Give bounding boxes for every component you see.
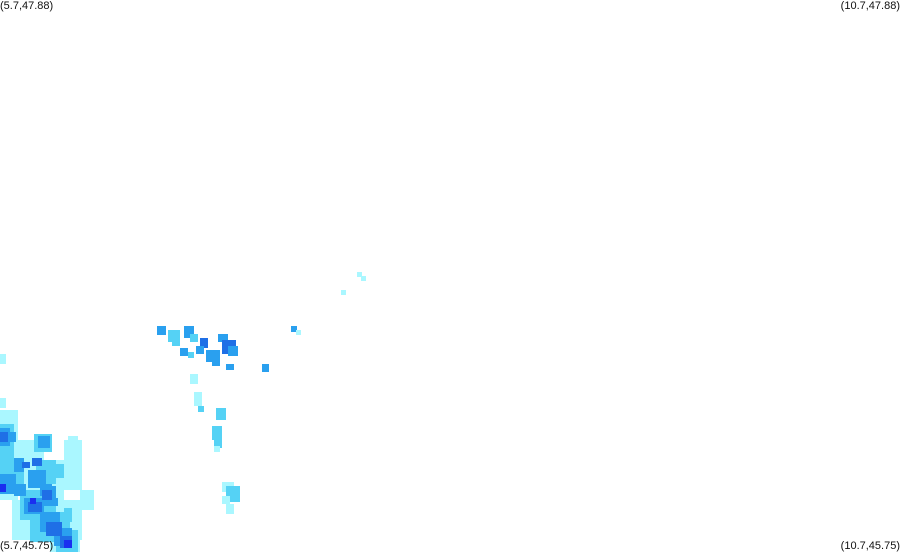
corner-label-bottom-right: (10.7,45.75) — [840, 540, 900, 552]
precip-cell — [0, 398, 6, 408]
precip-cell — [44, 498, 58, 506]
precip-cell — [190, 334, 198, 342]
corner-label-top-left: (5.7,47.88) — [0, 0, 54, 12]
precip-cell — [214, 438, 222, 448]
precip-cell — [54, 464, 64, 478]
precip-cell — [222, 496, 230, 504]
precip-cell — [341, 290, 346, 295]
precip-cell — [14, 458, 24, 472]
precip-cell — [64, 440, 82, 490]
precip-cell — [32, 458, 42, 466]
precip-cell — [0, 484, 6, 492]
precip-cell — [262, 364, 269, 372]
precip-cell — [28, 470, 46, 488]
precip-cell — [184, 326, 194, 338]
corner-label-top-right: (10.7,47.88) — [840, 0, 900, 12]
precip-cell — [64, 540, 72, 548]
precip-cell — [0, 354, 6, 364]
precip-cell — [196, 346, 204, 354]
precip-cell — [228, 346, 238, 356]
precip-cell — [218, 334, 228, 342]
precip-cell — [14, 484, 26, 496]
precip-cell — [172, 340, 180, 346]
precip-cell — [291, 326, 297, 332]
precip-cell — [296, 330, 301, 335]
precip-cell — [42, 490, 52, 500]
precip-cell — [46, 522, 62, 536]
precip-cell — [357, 272, 362, 277]
precip-cell — [157, 326, 166, 335]
precip-cell — [68, 436, 78, 450]
precip-cell — [194, 392, 202, 406]
precip-cell — [38, 436, 50, 448]
precip-cell — [6, 432, 16, 442]
precip-cell — [64, 508, 72, 522]
precip-cell — [200, 338, 208, 348]
precip-cell — [212, 426, 222, 440]
precip-cell — [216, 408, 226, 420]
precip-cell — [226, 504, 234, 514]
precip-cell — [198, 406, 204, 412]
precip-cell — [190, 374, 198, 384]
precip-cell — [226, 364, 234, 370]
precip-cell — [168, 330, 180, 342]
precip-cell — [361, 276, 366, 281]
precip-cell — [214, 446, 220, 452]
precip-cell — [22, 462, 30, 468]
corner-label-bottom-left: (5.7,45.75) — [0, 540, 54, 552]
precip-cell — [28, 502, 42, 512]
precip-cell — [212, 360, 220, 366]
precip-cell — [30, 498, 36, 504]
precip-cell — [206, 350, 220, 362]
precip-cell — [80, 490, 94, 510]
precip-cell — [180, 348, 188, 356]
precip-cell — [188, 352, 194, 358]
precip-cell — [0, 432, 8, 442]
